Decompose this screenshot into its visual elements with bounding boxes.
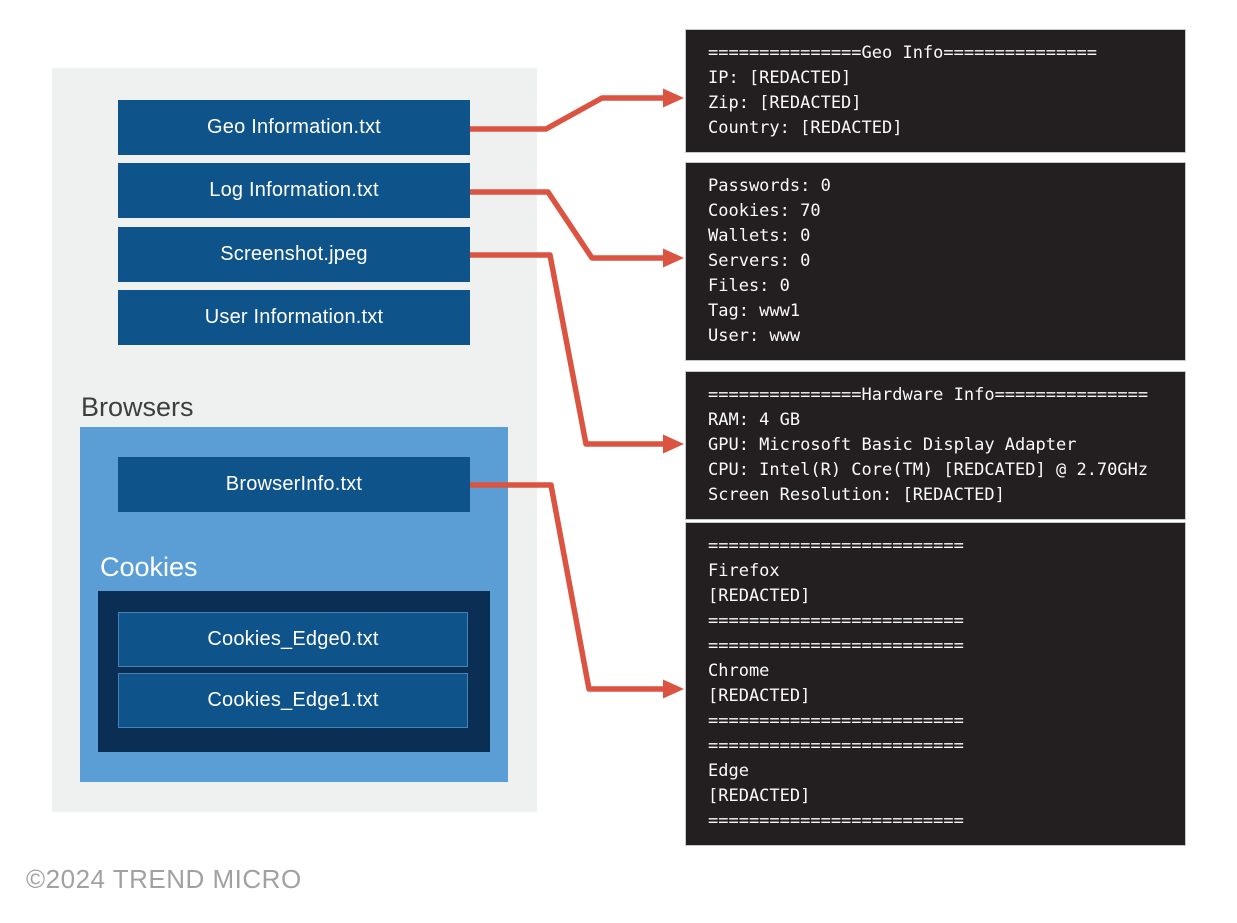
file-box-browserinfo: BrowserInfo.txt <box>118 457 470 512</box>
file-box-cookies-edge1: Cookies_Edge1.txt <box>118 673 468 728</box>
terminal-line: ========================= <box>708 811 964 831</box>
terminal-line: Servers: 0 <box>708 251 811 271</box>
copyright-text: ©2024 TREND MICRO <box>26 864 302 894</box>
terminal-line: ========================= <box>708 711 964 731</box>
file-box-geo-information: Geo Information.txt <box>118 100 470 155</box>
cookies-section-label: Cookies <box>100 552 198 582</box>
terminal-line: ========================= <box>708 536 964 556</box>
file-box-cookies-edge0: Cookies_Edge0.txt <box>118 612 468 667</box>
terminal-log-info: Passwords: 0 Cookies: 70 Wallets: 0 Servers… <box>685 162 1186 361</box>
terminal-line: IP: [REDACTED] <box>708 68 852 88</box>
terminal-line: Passwords: 0 <box>708 176 831 196</box>
terminal-line: GPU: Microsoft Basic Display Adapter <box>708 435 1077 455</box>
file-box-screenshot: Screenshot.jpeg <box>118 227 470 282</box>
terminal-line: Screen Resolution: [REDACTED] <box>708 485 1005 505</box>
terminal-line: [REDACTED] <box>708 686 811 706</box>
terminal-line: ========================= <box>708 636 964 656</box>
terminal-line: Files: 0 <box>708 276 790 296</box>
terminal-line: Tag: www1 <box>708 301 801 321</box>
terminal-browser-info: ========================= Firefox [REDACTE… <box>685 522 1186 846</box>
file-box-user-information: User Information.txt <box>118 290 470 345</box>
terminal-line: ========================= <box>708 611 964 631</box>
terminal-line: Firefox <box>708 561 780 581</box>
terminal-line: RAM: 4 GB <box>708 410 801 430</box>
terminal-line: Wallets: 0 <box>708 226 811 246</box>
terminal-line: Chrome <box>708 661 770 681</box>
terminal-line: [REDACTED] <box>708 786 811 806</box>
terminal-line: ========================= <box>708 736 964 756</box>
terminal-line: ===============Hardware Info============… <box>708 385 1149 405</box>
browsers-section-label: Browsers <box>81 392 194 422</box>
terminal-line: CPU: Intel(R) Core(TM) [REDCATED] @ 2.70… <box>708 460 1149 480</box>
terminal-line: Country: [REDACTED] <box>708 118 903 138</box>
terminal-line: Zip: [REDACTED] <box>708 93 862 113</box>
terminal-hardware-info: ===============Hardware Info============… <box>685 371 1186 520</box>
terminal-line: User: www <box>708 326 801 346</box>
terminal-geo-info: ===============Geo Info=============== IP… <box>685 29 1186 153</box>
terminal-line: ===============Geo Info=============== <box>708 43 1097 63</box>
file-box-log-information: Log Information.txt <box>118 163 470 218</box>
terminal-line: Edge <box>708 761 749 781</box>
terminal-line: [REDACTED] <box>708 586 811 606</box>
terminal-line: Cookies: 70 <box>708 201 821 221</box>
